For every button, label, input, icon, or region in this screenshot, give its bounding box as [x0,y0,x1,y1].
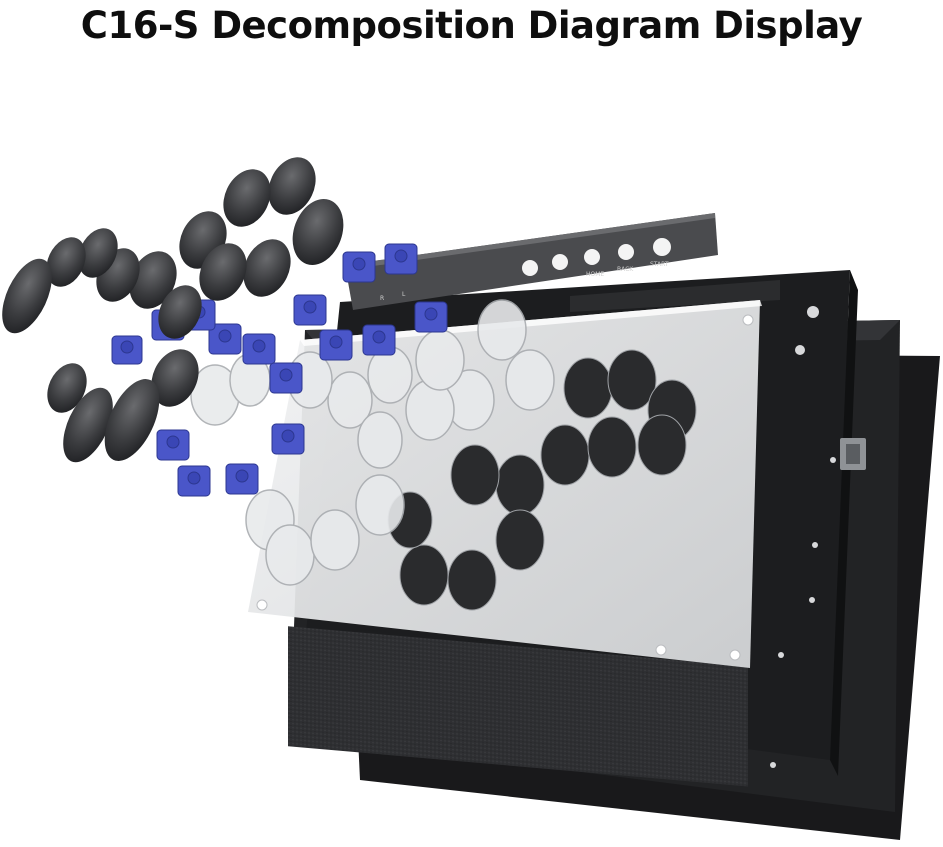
button-cap [129,251,177,309]
strip-label-l: L [402,291,406,298]
function-button-hole [584,249,600,265]
switch [156,429,190,461]
button-cap [199,243,247,301]
switch [342,251,376,283]
function-button-strip: HOME BACK START R L [345,213,718,310]
button-cap [47,363,87,413]
button-cap [151,349,199,407]
switch [384,243,418,275]
switch [362,324,396,356]
function-button-hole [653,238,671,256]
usb-port [840,438,866,470]
button-cap [46,237,86,287]
diagram-title: C16-S Decomposition Diagram Display [80,4,863,47]
switch [269,362,303,394]
strip-label-start: START [650,261,669,268]
button-cap [243,239,291,297]
switch [293,294,327,326]
switch [177,465,211,497]
switch [271,423,305,455]
panel-screw [256,599,268,611]
button-cap [158,285,202,339]
button-cap [63,387,113,463]
acrylic-top-panel [190,299,762,668]
switch [208,323,242,355]
panel-screw [729,649,741,661]
button-cap [292,199,344,265]
button-cap [268,157,316,215]
button-cap [2,258,52,334]
panel-screw [742,314,754,326]
strip-label-r: R [380,295,384,302]
button-cap [223,169,271,227]
switch [319,329,353,361]
button-caps [2,157,344,463]
switch [111,335,143,365]
function-button-hole [522,260,538,276]
strip-label-home: HOME [586,271,604,278]
button-cap [78,228,118,278]
switch [242,333,276,365]
felt-base [288,626,748,787]
frame-screw [807,306,819,318]
switch [414,301,448,333]
panel-screw [655,644,667,656]
strip-label-back: BACK [617,266,634,273]
button-cap [104,379,160,461]
function-button-hole [552,254,568,270]
frame-screw [795,345,805,355]
panel-button-holes [387,349,697,611]
function-button-hole [618,244,634,260]
switch [225,463,259,495]
